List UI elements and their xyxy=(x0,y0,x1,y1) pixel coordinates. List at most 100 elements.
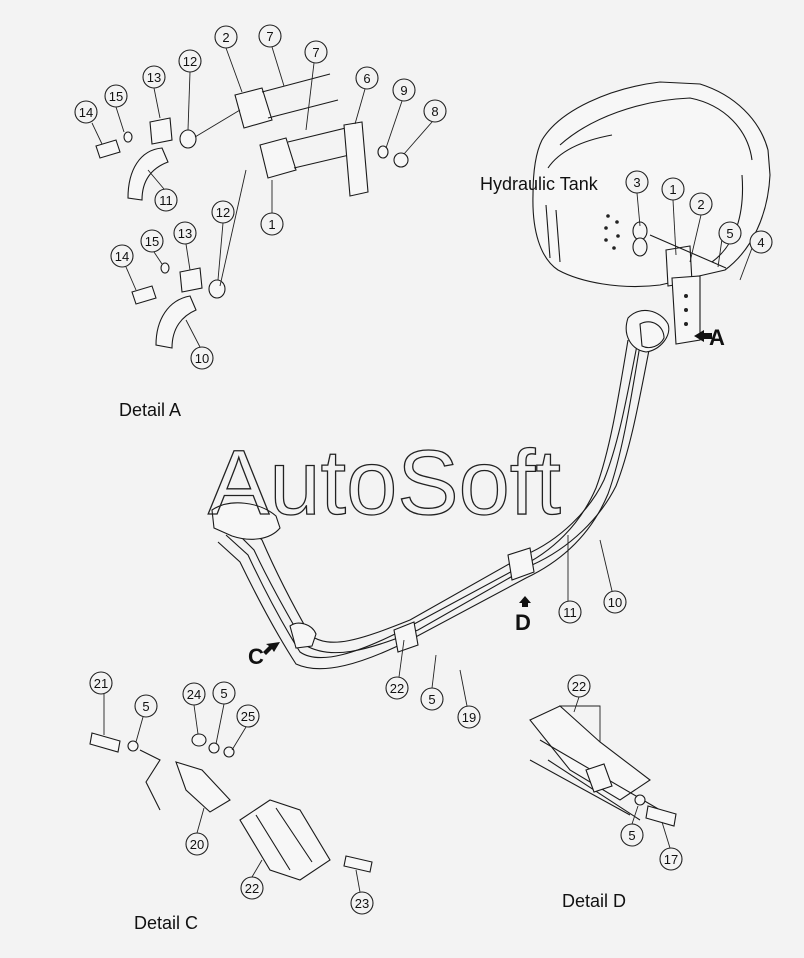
hydraulic-pipe-assembly xyxy=(211,309,670,670)
callout-leader-line xyxy=(385,100,403,149)
callout-part-number: 22 xyxy=(390,681,404,696)
part-callout-detail-d-22: 22 xyxy=(567,674,591,698)
part-callout-main-1: 1 xyxy=(661,177,685,201)
callout-balloon xyxy=(214,25,238,49)
callout-part-number: 8 xyxy=(431,104,438,119)
callout-balloon xyxy=(212,681,236,705)
part-callout-main-10: 10 xyxy=(603,590,627,614)
part-callout-main-3: 3 xyxy=(625,170,649,194)
callout-part-number: 25 xyxy=(241,709,255,724)
view-arrow-c: C xyxy=(248,642,280,669)
callout-part-number: 21 xyxy=(94,676,108,691)
callout-leader-line xyxy=(251,859,263,878)
callout-part-number: 22 xyxy=(245,881,259,896)
callout-balloon xyxy=(661,177,685,201)
part-callout-detail-a-10: 10 xyxy=(190,346,214,370)
part-callout-detail-a-7: 7 xyxy=(258,24,282,48)
callout-balloon xyxy=(567,674,591,698)
part-callout-main-5: 5 xyxy=(420,687,444,711)
callout-balloon xyxy=(304,40,328,64)
part-callout-detail-a-14: 14 xyxy=(110,244,134,268)
callout-part-number: 12 xyxy=(183,54,197,69)
part-callout-detail-a-1: 1 xyxy=(260,212,284,236)
callout-part-number: 13 xyxy=(147,70,161,85)
callout-balloon xyxy=(350,891,374,915)
part-callout-detail-c-5: 5 xyxy=(212,681,236,705)
callout-part-number: 22 xyxy=(572,679,586,694)
detail-d-drawing xyxy=(529,705,677,827)
callout-balloon xyxy=(182,682,206,706)
callout-leader-line xyxy=(354,88,366,125)
callout-part-number: 14 xyxy=(115,249,129,264)
view-arrow-a-letter: A xyxy=(709,325,725,350)
callout-part-number: 13 xyxy=(178,226,192,241)
part-callout-detail-d-17: 17 xyxy=(659,847,683,871)
part-callout-main-19: 19 xyxy=(457,705,481,729)
callout-part-number: 1 xyxy=(268,217,275,232)
callout-balloon xyxy=(140,229,164,253)
callout-leader-line xyxy=(153,87,161,119)
callout-balloon xyxy=(689,192,713,216)
part-callout-detail-c-25: 25 xyxy=(236,704,260,728)
callout-balloon xyxy=(258,24,282,48)
callout-leader-line xyxy=(185,243,191,271)
callout-balloon xyxy=(104,84,128,108)
callout-leader-line xyxy=(403,121,433,155)
callout-balloon xyxy=(240,876,264,900)
callout-balloon xyxy=(142,65,166,89)
callout-leader-line xyxy=(215,703,225,745)
callout-part-number: 15 xyxy=(109,89,123,104)
callout-part-number: 3 xyxy=(633,175,640,190)
callout-leader-line xyxy=(91,122,103,145)
callout-part-number: 5 xyxy=(142,699,149,714)
callout-leader-line xyxy=(125,266,137,291)
detail-a-label: Detail A xyxy=(119,400,181,420)
callout-balloon xyxy=(173,221,197,245)
part-callout-detail-c-22: 22 xyxy=(240,876,264,900)
callout-leader-line xyxy=(459,669,468,707)
hydraulic-tank-label: Hydraulic Tank xyxy=(480,174,599,194)
callout-leader-line xyxy=(599,539,613,592)
callout-part-number: 10 xyxy=(608,595,622,610)
callout-leader-line xyxy=(196,807,205,834)
callout-leader-line xyxy=(217,222,224,281)
callout-part-number: 9 xyxy=(400,83,407,98)
autosoft-watermark: AutoSoft xyxy=(208,432,561,534)
part-callout-detail-a-15: 15 xyxy=(104,84,128,108)
callout-balloon xyxy=(718,221,742,245)
callout-balloon xyxy=(89,671,113,695)
callout-leader-line xyxy=(398,639,405,678)
callout-leader-line xyxy=(661,821,671,849)
callout-balloon xyxy=(603,590,627,614)
callout-leader-line xyxy=(305,62,315,131)
callout-balloon xyxy=(423,99,447,123)
callout-balloon xyxy=(178,49,202,73)
part-callout-main-5: 5 xyxy=(718,221,742,245)
part-callout-detail-c-20: 20 xyxy=(185,832,209,856)
callout-leader-line xyxy=(185,319,201,348)
callout-part-number: 10 xyxy=(195,351,209,366)
view-arrow-d-letter: D xyxy=(515,610,531,635)
callout-leader-line xyxy=(193,704,199,735)
callout-leader-line xyxy=(271,46,285,87)
part-callout-detail-a-12: 12 xyxy=(211,200,235,224)
callout-part-number: 12 xyxy=(216,205,230,220)
callout-balloon xyxy=(185,832,209,856)
callout-part-number: 4 xyxy=(757,235,764,250)
callout-part-number: 15 xyxy=(145,234,159,249)
part-callout-detail-a-8: 8 xyxy=(423,99,447,123)
callout-balloon xyxy=(211,200,235,224)
part-callout-detail-d-5: 5 xyxy=(620,823,644,847)
detail-d-label: Detail D xyxy=(562,891,626,911)
part-callout-detail-a-12: 12 xyxy=(178,49,202,73)
callout-balloon xyxy=(355,66,379,90)
callout-leader-line xyxy=(355,869,361,893)
part-callout-detail-c-24: 24 xyxy=(182,682,206,706)
part-callout-detail-a-13: 13 xyxy=(173,221,197,245)
callout-part-number: 24 xyxy=(187,687,201,702)
callout-part-number: 5 xyxy=(428,692,435,707)
part-callout-main-4: 4 xyxy=(749,230,773,254)
callout-balloon xyxy=(392,78,416,102)
